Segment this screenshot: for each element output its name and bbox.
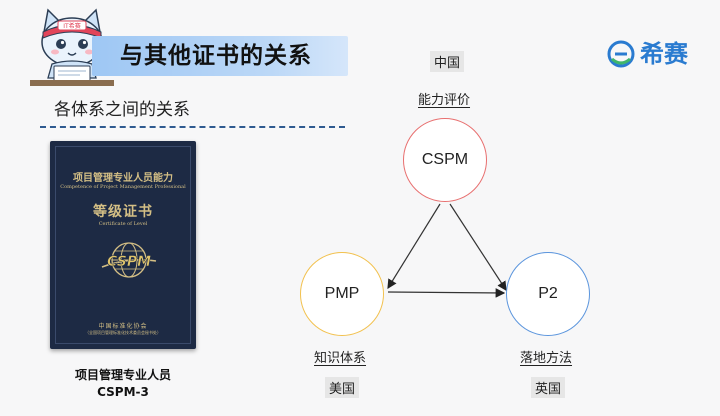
cert-issuer-sub: （全国项目管理标准化技术委员会秘书处） xyxy=(85,330,161,335)
node-pmp: PMP xyxy=(300,252,384,336)
cspm-focus-label: 能力评价 xyxy=(418,93,471,108)
section-subtitle: 各体系之间的关系 xyxy=(54,100,190,120)
certificate-image: 项目管理专业人员能力 Competence of Project Managem… xyxy=(50,141,196,349)
cert-level-en: Certificate of Level xyxy=(98,221,148,227)
cert-issuer: 中国标准化协会 xyxy=(98,323,148,330)
pmp-focus-label: 知识体系 xyxy=(314,351,367,366)
arrow-cspm-to-pmp xyxy=(387,203,441,290)
cat-mascot-icon: IT希赛 xyxy=(30,8,114,86)
e-circle-logo-icon xyxy=(607,40,635,68)
cert-logo-text: CSPM xyxy=(107,254,151,270)
cert-level-cn: 等级证书 xyxy=(93,204,153,220)
cspm-globe-logo-icon: CSPM xyxy=(101,242,157,278)
cert-title-en: Competence of Project Management Profess… xyxy=(60,184,186,190)
p2-focus-label: 落地方法 xyxy=(520,351,573,366)
cert-title-cn: 项目管理专业人员能力 xyxy=(73,173,173,184)
certificate-caption: 项目管理专业人员 xyxy=(74,368,171,382)
dashed-divider xyxy=(40,126,345,128)
arrow-pmp-to-p2 xyxy=(387,288,506,298)
certificate-border: 项目管理专业人员能力 Competence of Project Managem… xyxy=(55,146,191,344)
certificate-code: CSPM-3 xyxy=(97,385,149,399)
node-cspm: CSPM xyxy=(403,118,487,202)
page-title: 与其他证书的关系 xyxy=(120,43,312,69)
mascot-badge: IT希赛 xyxy=(63,22,80,30)
arrow-cspm-to-p2 xyxy=(449,203,507,292)
p2-country-label: 英国 xyxy=(531,377,566,398)
node-p2: P2 xyxy=(506,252,590,336)
brand-logo: 希赛 xyxy=(606,38,688,70)
pmp-country-label: 美国 xyxy=(325,377,360,398)
cspm-country-label: 中国 xyxy=(430,51,465,72)
brand-name: 希赛 xyxy=(640,40,688,68)
title-band xyxy=(92,36,348,76)
